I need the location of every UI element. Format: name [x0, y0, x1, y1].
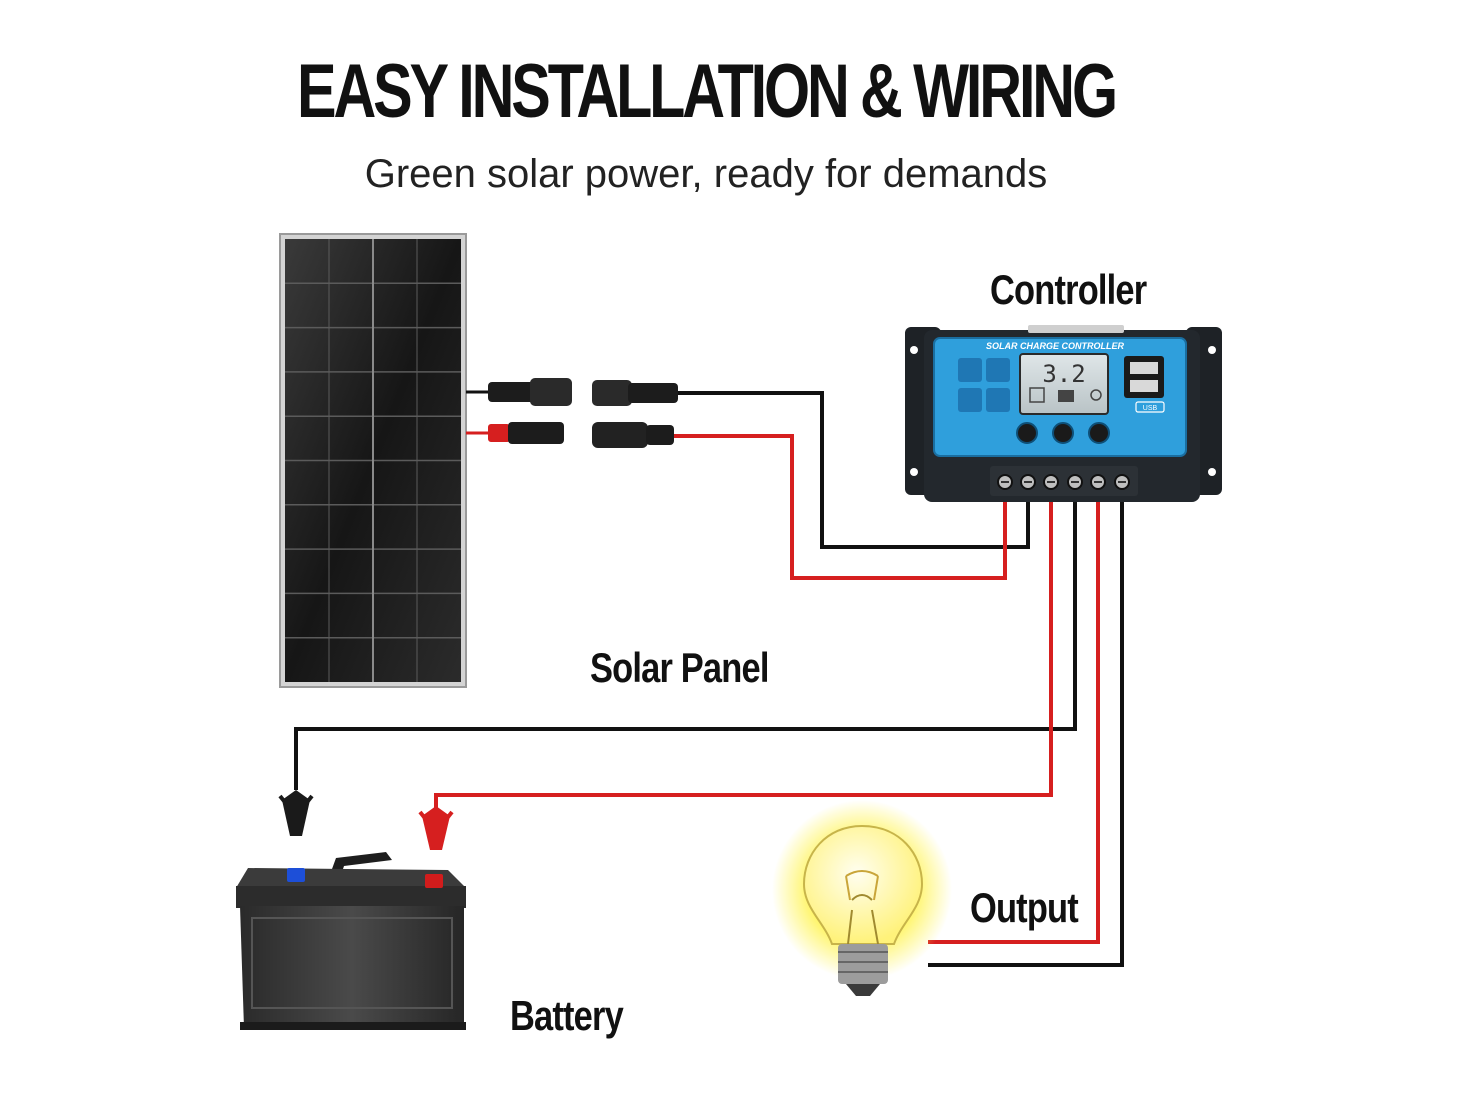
solar-panel-label: Solar Panel	[590, 644, 769, 691]
lcd-readout: 3.2	[1042, 360, 1085, 388]
positive-clamp	[418, 806, 454, 850]
charge-controller: SOLAR CHARGE CONTROLLER 3.2 USB	[905, 325, 1222, 502]
output-label: Output	[970, 884, 1079, 931]
usb-label: USB	[1143, 405, 1158, 412]
page-subtitle: Green solar power, ready for demands	[364, 152, 1048, 196]
battery	[236, 852, 466, 1030]
negative-clamp	[278, 790, 314, 836]
controller-faceplate-text: SOLAR CHARGE CONTROLLER	[986, 341, 1124, 351]
light-bulb	[772, 800, 952, 996]
solar-panel	[279, 233, 467, 688]
wires	[294, 391, 1124, 967]
panel-connectors	[466, 378, 678, 448]
page-title: EASY INSTALLATION & WIRING	[297, 49, 1118, 134]
battery-label: Battery	[510, 992, 624, 1039]
controller-label: Controller	[990, 266, 1147, 313]
